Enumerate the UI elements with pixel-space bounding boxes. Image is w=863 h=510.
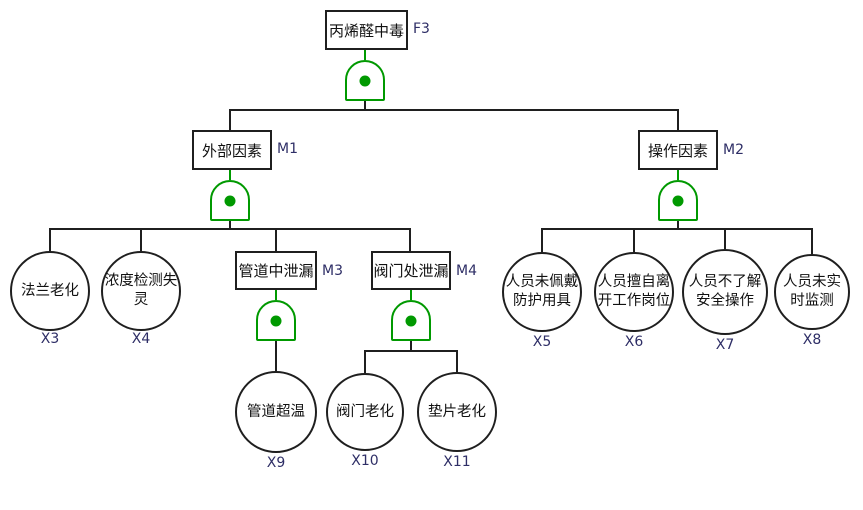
node-text: 丙烯醛中毒 — [328, 21, 404, 40]
basic-event-circle-x7: 人员不了解安全操作 — [682, 249, 768, 335]
gate-dome — [391, 300, 431, 341]
basic-event-circle-x5: 人员未佩戴防护用具 — [502, 252, 582, 332]
connector-line — [677, 111, 679, 130]
basic-event-circle-x6: 人员擅自离开工作岗位 — [594, 252, 674, 332]
intermediate-event-box-m4: 阀门处泄漏 — [371, 251, 451, 290]
gate-stub — [229, 170, 231, 180]
and-gate-m2 — [658, 170, 698, 221]
node-ref-label-m1: M1 — [277, 141, 298, 157]
node-ref-label-x10: X10 — [351, 453, 379, 469]
connector-line — [275, 230, 277, 251]
node-text: 阀门处泄漏 — [373, 262, 449, 280]
connector-line — [724, 230, 726, 249]
basic-event-circle-x4: 浓度检测失灵 — [101, 251, 181, 331]
gate-dome — [658, 180, 698, 221]
gate-dome — [210, 180, 250, 221]
top-event-box-f3: 丙烯醛中毒 — [325, 10, 408, 50]
connector-line — [364, 101, 366, 109]
basic-event-circle-x3: 法兰老化 — [10, 251, 90, 331]
gate-stub — [677, 170, 679, 180]
connector-line — [677, 221, 679, 228]
connector-line — [229, 111, 231, 130]
node-ref-label-x5: X5 — [532, 334, 552, 350]
node-ref-label-f3: F3 — [413, 21, 430, 37]
node-text: 人员不了解安全操作 — [688, 274, 762, 309]
intermediate-event-box-m3: 管道中泄漏 — [235, 251, 317, 290]
connector-line — [541, 230, 543, 252]
connector-line — [410, 341, 412, 350]
gate-dome — [256, 300, 296, 341]
branch-line — [49, 228, 411, 230]
node-ref-label-x6: X6 — [624, 334, 644, 350]
and-gate-m1 — [210, 170, 250, 221]
node-text: 操作因素 — [647, 141, 708, 160]
node-ref-label-x8: X8 — [802, 332, 822, 348]
gate-stub — [410, 290, 412, 300]
node-ref-label-m4: M4 — [456, 263, 477, 279]
node-ref-label-x3: X3 — [40, 331, 60, 347]
node-text: 浓度检测失灵 — [104, 273, 178, 308]
gate-dot-icon — [359, 75, 371, 87]
node-text: 外部因素 — [201, 141, 262, 160]
connector-line — [49, 230, 51, 251]
branch-line — [364, 350, 458, 352]
basic-event-circle-x10: 阀门老化 — [326, 373, 404, 451]
connector-line — [140, 230, 142, 251]
gate-stub — [364, 50, 366, 60]
node-text: 法兰老化 — [21, 282, 79, 299]
gate-dot-icon — [270, 315, 282, 327]
node-text: 人员未佩戴防护用具 — [505, 274, 579, 309]
node-text: 人员擅自离开工作岗位 — [597, 274, 671, 309]
node-text: 管道超温 — [247, 403, 305, 420]
node-ref-label-x9: X9 — [266, 455, 286, 471]
node-ref-label-x11: X11 — [443, 454, 471, 470]
and-gate-m4 — [391, 290, 431, 341]
connector-line — [456, 352, 458, 372]
node-text: 人员未实时监测 — [783, 274, 841, 309]
intermediate-event-box-m2: 操作因素 — [638, 130, 718, 170]
connector-line — [229, 221, 231, 228]
gate-dot-icon — [405, 315, 417, 327]
connector-line — [811, 230, 813, 254]
connector-line — [409, 230, 411, 251]
gate-dome — [345, 60, 385, 101]
connector-line — [633, 230, 635, 252]
connector-line — [364, 352, 366, 373]
node-ref-label-m3: M3 — [322, 263, 343, 279]
node-text: 阀门老化 — [336, 403, 394, 420]
connector-line — [275, 341, 277, 371]
gate-dot-icon — [224, 195, 236, 207]
node-text: 垫片老化 — [428, 403, 486, 420]
branch-line — [541, 228, 813, 230]
basic-event-circle-x11: 垫片老化 — [417, 372, 497, 452]
gate-dot-icon — [672, 195, 684, 207]
and-gate-f3 — [345, 50, 385, 101]
node-ref-label-x4: X4 — [131, 331, 151, 347]
and-gate-m3 — [256, 290, 296, 341]
node-ref-label-x7: X7 — [715, 337, 735, 353]
gate-stub — [275, 290, 277, 300]
basic-event-circle-x8: 人员未实时监测 — [774, 254, 850, 330]
basic-event-circle-x9: 管道超温 — [235, 371, 317, 453]
node-ref-label-m2: M2 — [723, 142, 744, 158]
node-text: 管道中泄漏 — [238, 262, 314, 280]
intermediate-event-box-m1: 外部因素 — [192, 130, 272, 170]
branch-line — [229, 109, 679, 111]
